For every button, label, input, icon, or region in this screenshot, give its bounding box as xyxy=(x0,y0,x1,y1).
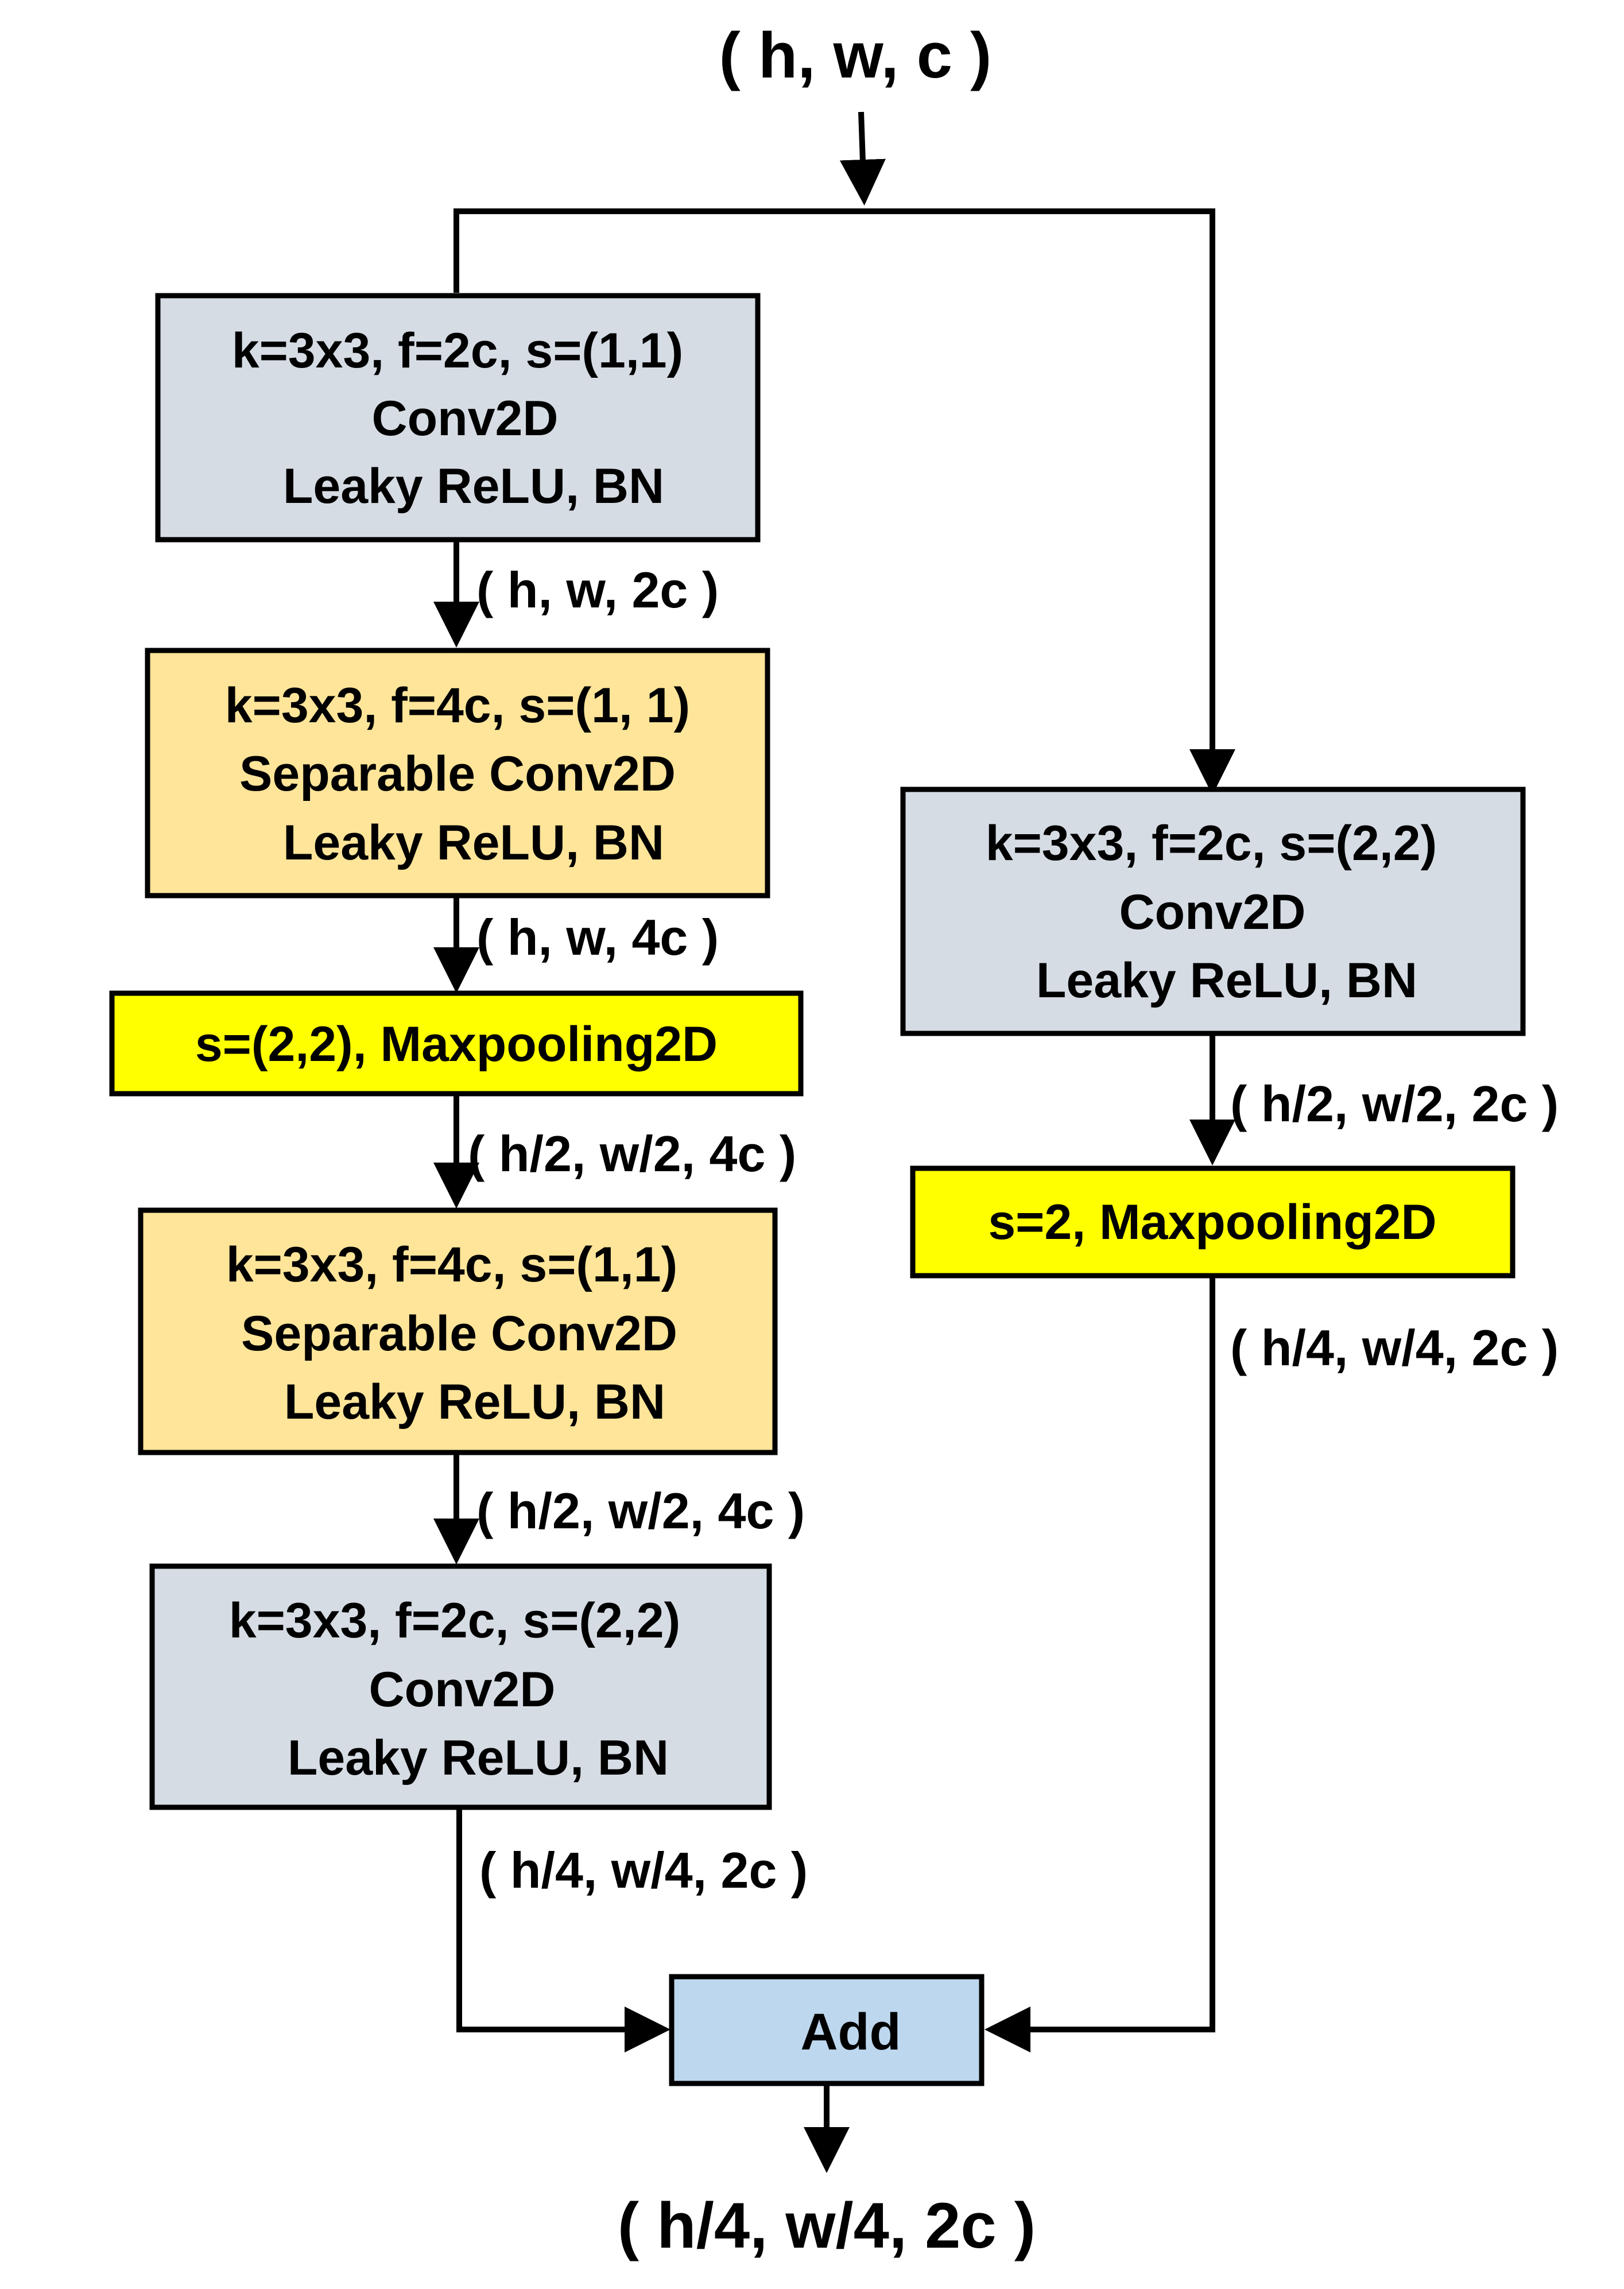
shape-label-right-2: ( h/4, w/4, 2c ) xyxy=(1230,1319,1559,1376)
output-shape-label: ( h/4, w/4, 2c ) xyxy=(618,2190,1036,2261)
shape-label-1: ( h, w, 2c ) xyxy=(476,561,719,618)
sepconv-block-2-op: Separable Conv2D xyxy=(241,1306,677,1361)
edge-conv2-to-add xyxy=(456,1807,670,2052)
input-shape-label: ( h, w, c ) xyxy=(719,20,992,91)
maxpool-block-right-label: s=2, Maxpooling2D xyxy=(988,1195,1436,1250)
shape-label-4: ( h/2, w/2, 4c ) xyxy=(476,1482,805,1539)
edge-input-to-split xyxy=(839,111,886,206)
conv2d-block-right-op: Conv2D xyxy=(1119,885,1306,940)
conv2d-block-right-params: k=3x3, f=2c, s=(2,2) xyxy=(986,816,1437,871)
conv2d-block-1-params: k=3x3, f=2c, s=(1,1) xyxy=(232,323,684,378)
maxpool-block-right-box xyxy=(910,1165,1516,1279)
conv2d-block-1: k=3x3, f=2c, s=(1,1) Conv2D Leaky ReLU, … xyxy=(155,293,761,543)
conv2d-block-1-op: Conv2D xyxy=(372,391,559,446)
maxpool-block-right: s=2, Maxpooling2D xyxy=(910,1165,1516,1279)
add-block-label: Add xyxy=(801,2004,901,2061)
maxpool-block-left-box xyxy=(109,990,804,1097)
shape-label-2: ( h, w, 4c ) xyxy=(476,909,719,966)
conv2d-block-right: k=3x3, f=2c, s=(2,2) Conv2D Leaky ReLU, … xyxy=(900,787,1526,1036)
conv2d-block-1-act: Leaky ReLU, BN xyxy=(283,459,664,514)
shape-label-right-1: ( h/2, w/2, 2c ) xyxy=(1230,1075,1559,1132)
sepconv-block-1-act: Leaky ReLU, BN xyxy=(283,815,664,870)
sepconv-block-2-params: k=3x3, f=4c, s=(1,1) xyxy=(226,1237,678,1292)
add-block-box xyxy=(669,1974,985,2086)
conv2d-block-2-op: Conv2D xyxy=(369,1662,556,1717)
sepconv-block-1: k=3x3, f=4c, s=(1, 1) Separable Conv2D L… xyxy=(145,648,770,898)
conv2d-block-right-act: Leaky ReLU, BN xyxy=(1036,953,1417,1008)
sepconv-block-2-act: Leaky ReLU, BN xyxy=(284,1374,665,1430)
shape-label-3: ( h/2, w/2, 4c ) xyxy=(468,1125,796,1182)
sepconv-block-2: k=3x3, f=4c, s=(1,1) Separable Conv2D Le… xyxy=(138,1207,778,1455)
edges xyxy=(433,111,1235,2173)
conv2d-block-2: k=3x3, f=2c, s=(2,2) Conv2D Leaky ReLU, … xyxy=(149,1563,772,1810)
conv2d-block-1-box xyxy=(155,293,761,543)
add-block: Add xyxy=(669,1974,985,2086)
conv2d-block-right-box xyxy=(900,787,1526,1036)
sepconv-block-2-box xyxy=(138,1207,778,1455)
maxpool-block-left: s=(2,2), Maxpooling2D xyxy=(109,990,804,1097)
conv2d-block-2-params: k=3x3, f=2c, s=(2,2) xyxy=(229,1593,681,1648)
shape-label-5: ( h/4, w/4, 2c ) xyxy=(479,1842,808,1899)
sepconv-block-1-box xyxy=(145,648,770,898)
maxpool-block-left-label: s=(2,2), Maxpooling2D xyxy=(195,1017,718,1072)
edge-split-bar xyxy=(454,208,1235,795)
sepconv-block-1-op: Separable Conv2D xyxy=(239,746,676,801)
conv2d-block-2-box xyxy=(149,1563,772,1810)
conv2d-block-2-act: Leaky ReLU, BN xyxy=(288,1730,669,1786)
edge-rpool-to-add xyxy=(985,1276,1215,2052)
sepconv-block-1-params: k=3x3, f=4c, s=(1, 1) xyxy=(225,678,690,733)
